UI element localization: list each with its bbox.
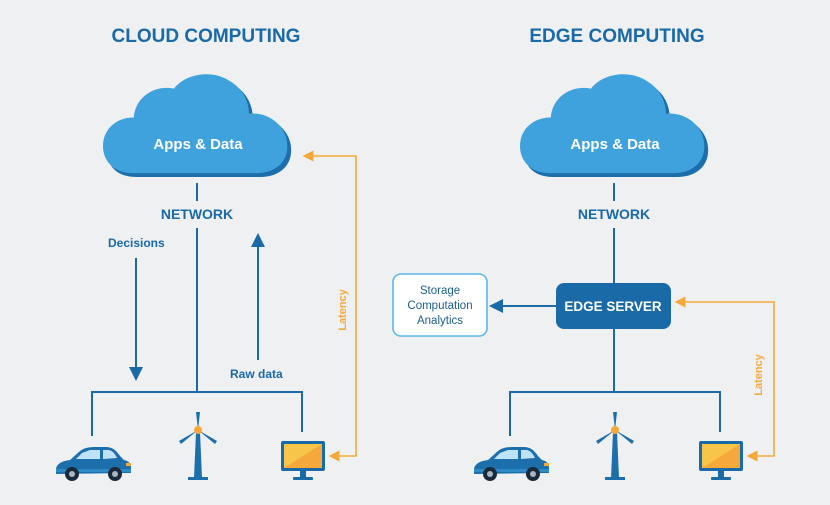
service-analytics: Analytics <box>417 315 463 327</box>
edge-network-label: NETWORK <box>578 206 650 222</box>
cloud-apps-data-label: Apps & Data <box>153 136 243 153</box>
edge-cloud-shape <box>520 74 709 177</box>
edge-server-label: EDGE SERVER <box>564 299 662 314</box>
edge-latency-label: Latency <box>753 353 765 395</box>
edge-computing-title: EDGE COMPUTING <box>529 26 704 47</box>
wind-turbine-icon <box>179 412 217 480</box>
cloud-network-label: NETWORK <box>161 206 233 222</box>
raw-data-label: Raw data <box>230 367 283 381</box>
service-storage: Storage <box>420 285 460 297</box>
cloud-shape <box>103 74 292 177</box>
car-icon <box>474 447 549 481</box>
edge-services-box <box>392 273 488 337</box>
monitor-icon <box>281 441 325 480</box>
edge-apps-data-label: Apps & Data <box>570 136 660 153</box>
edge-server-box <box>556 283 671 329</box>
car-icon <box>56 447 131 481</box>
wind-turbine-icon <box>596 412 634 480</box>
cloud-computing-title: CLOUD COMPUTING <box>112 26 301 47</box>
cloud-device-bus <box>91 391 303 436</box>
cloud-latency-label: Latency <box>337 288 349 330</box>
service-computation: Computation <box>407 300 472 312</box>
monitor-icon <box>699 441 743 480</box>
decisions-label: Decisions <box>108 236 165 250</box>
edge-latency-arrow <box>674 296 775 462</box>
cloud-latency-arrow <box>302 150 357 462</box>
